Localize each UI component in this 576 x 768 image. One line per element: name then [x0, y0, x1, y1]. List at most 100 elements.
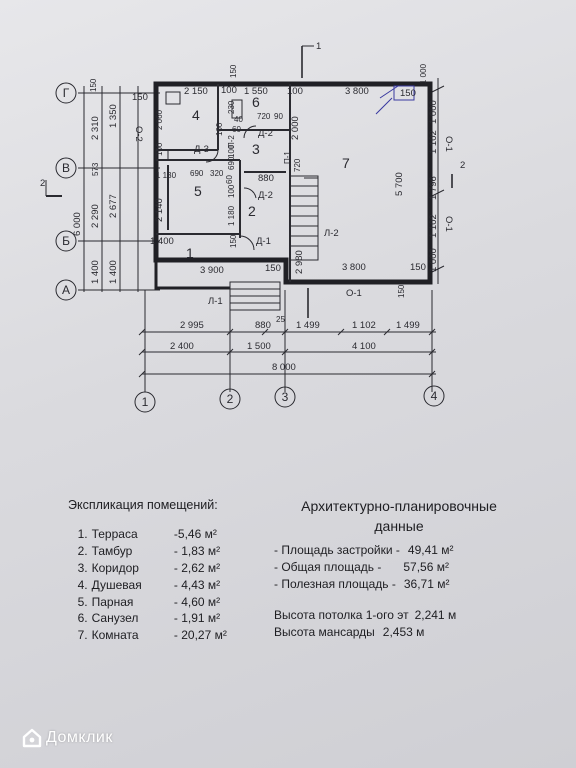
axis-label-1: 1 — [142, 395, 149, 409]
room-number-1: 1 — [186, 245, 194, 261]
dim-mid-4: 1 130 — [156, 171, 177, 180]
dim-bottom-6: 150 — [397, 284, 406, 298]
dim-bottom-1: 150 — [265, 263, 281, 274]
dim-right-4: 1 000 — [428, 248, 439, 272]
explication-row: 6. Санузел - 1,91 м² — [68, 610, 268, 627]
axis-bubble-b — [55, 230, 77, 252]
dim-top-1: 2 150 — [184, 86, 208, 97]
window-mark-o2: О-2 — [133, 126, 144, 142]
room-num: 7. — [77, 628, 88, 643]
axis-bubble-v — [55, 157, 77, 179]
axis-label-b: Б — [62, 234, 70, 248]
house-logo-icon — [22, 728, 42, 748]
room-name: Парная — [91, 594, 134, 609]
section-mark-2-right: 2 — [460, 160, 465, 171]
dim-right-room7: 5 700 — [394, 172, 405, 196]
porch-steps-l1 — [229, 281, 281, 311]
dim-right-2: 1 796 — [428, 176, 439, 200]
dim-chain1-1: 880 — [255, 320, 271, 331]
dim-chain2-0: 2 400 — [170, 341, 194, 352]
dim-inner-0: 230 — [227, 100, 236, 114]
dim-room4-1: 2 000 — [290, 116, 301, 140]
dim-left1-0: 150 — [89, 78, 98, 92]
room-number-3: 3 — [252, 141, 260, 157]
top-dimensions: 150 2 150 100 1 550 100 3 800 150 150 — [132, 64, 416, 103]
room-area: - 2,62 м² — [173, 560, 221, 575]
room-number-2: 2 — [248, 203, 256, 219]
room-num: 2. — [77, 544, 88, 559]
axis-labels: Г В Б А 1 2 3 4 — [62, 86, 438, 409]
dim-top-7: 150 — [229, 64, 238, 78]
dim-chain2-2: 4 100 — [352, 341, 376, 352]
dim-left2-2: 1 400 — [108, 260, 119, 284]
explication-row: 4. Душевая - 4,43 м² — [68, 576, 268, 593]
stair-mark-l2: Л-2 — [324, 228, 339, 239]
dim-top-4: 100 — [287, 86, 303, 97]
right-dimensions: 1 000 1 102 1 796 1 102 1 000 5 700 — [394, 100, 439, 272]
dim-mid-11: 100 — [155, 142, 164, 156]
axis-label-a: А — [62, 283, 70, 297]
fixtures — [155, 85, 415, 161]
useful-area-row: - Полезная площадь - 36,71 м² — [274, 576, 524, 593]
dim-inner-4: 100 — [215, 122, 224, 136]
dim-inner-3: 90 — [274, 112, 283, 121]
partition-mark-p2: П-2 — [227, 135, 236, 148]
axis-bubble-1 — [134, 391, 156, 413]
built-area-value: 49,41 м² — [407, 543, 454, 558]
room-area: - 4,43 м² — [173, 577, 221, 592]
dim-chain1-5: 1 499 — [396, 320, 420, 331]
arch-title-line1: Архитектурно-планировочные — [301, 498, 497, 514]
room-name: Санузел — [91, 611, 139, 626]
dim-mid-2: 60 — [225, 175, 234, 184]
room-name: Тамбур — [91, 544, 133, 559]
dim-bottom-5: 150 — [229, 234, 238, 248]
explication-row: 1. Терраса -5,46 м² — [68, 526, 268, 543]
dim-inner-5: 60 — [232, 125, 241, 134]
axis-label-g: Г — [63, 86, 70, 100]
room-num: 1. — [77, 527, 88, 542]
dim-left1-1: 2 310 — [90, 116, 101, 140]
window-mark-o1-right-top: О-1 — [443, 136, 454, 152]
arch-title: Архитектурно-планировочные данные — [274, 496, 524, 536]
useful-area-label: - Полезная площадь - — [274, 576, 396, 591]
room-area: - 1,83 м² — [173, 544, 221, 559]
middle-dimensions: 690 320 60 880 1 130 2 140 1 180 100 690… — [154, 142, 302, 226]
room-area: - 4,60 м² — [173, 594, 221, 609]
bottom-interior-dimensions: 3 900 150 3 800 150 2 980 150 150 1 400 — [150, 234, 426, 298]
dim-top-3: 1 550 — [244, 86, 268, 97]
built-area-label: - Площадь застройки - — [274, 543, 400, 558]
dim-inner-1: 40 — [234, 115, 243, 124]
dim-right-1: 1 102 — [428, 130, 439, 154]
ceiling-value: 2,241 м — [414, 607, 457, 622]
axis-label-v: В — [62, 161, 70, 175]
axis-bubble-3 — [274, 386, 296, 408]
element-marks: Д-1 Д-2 Д-2 Д-3 О-1 О-1 О-1 О-2 Л-1 Л-2 … — [133, 126, 454, 307]
dim-mid-10: 100 — [227, 144, 236, 158]
dim-mid-9: 720 — [293, 158, 302, 172]
dim-top-5: 3 800 — [345, 86, 369, 97]
staircase-l2 — [289, 175, 319, 261]
section-mark-1: 1 — [316, 41, 321, 52]
room-name: Терраса — [91, 527, 138, 542]
dim-chain1-3: 1 499 — [296, 320, 320, 331]
dim-mid-5: 2 140 — [154, 198, 165, 222]
room-name: Душевая — [91, 577, 142, 592]
attic-row: Высота мансарды 2,453 м — [274, 623, 524, 640]
architectural-data: Архитектурно-планировочные данные - Площ… — [274, 496, 524, 640]
watermark-text: Домклик — [46, 729, 113, 746]
useful-area-value: 36,71 м² — [403, 576, 450, 591]
room-number-5: 5 — [194, 183, 202, 199]
total-area-row: - Общая площадь - 57,56 м² — [274, 559, 524, 576]
dim-bottom-2: 3 800 — [342, 262, 366, 273]
explication-row: 7. Комната - 20,27 м² — [68, 627, 268, 644]
explication-row: 5. Парная - 4,60 м² — [68, 593, 268, 610]
arch-title-line2: данные — [374, 518, 424, 534]
dim-left-total: 6 000 — [72, 212, 83, 236]
dim-bottom-7: 1 400 — [150, 236, 174, 247]
room-num: 4. — [77, 577, 88, 592]
room-explication: Экспликация помещений: 1. Терраса -5,46 … — [68, 498, 268, 644]
attic-value: 2,453 м — [382, 624, 425, 639]
bottom-dimension-chains: 2 995 880 25 1 499 1 102 1 499 2 400 1 5… — [170, 315, 420, 373]
room-num: 6. — [77, 611, 88, 626]
